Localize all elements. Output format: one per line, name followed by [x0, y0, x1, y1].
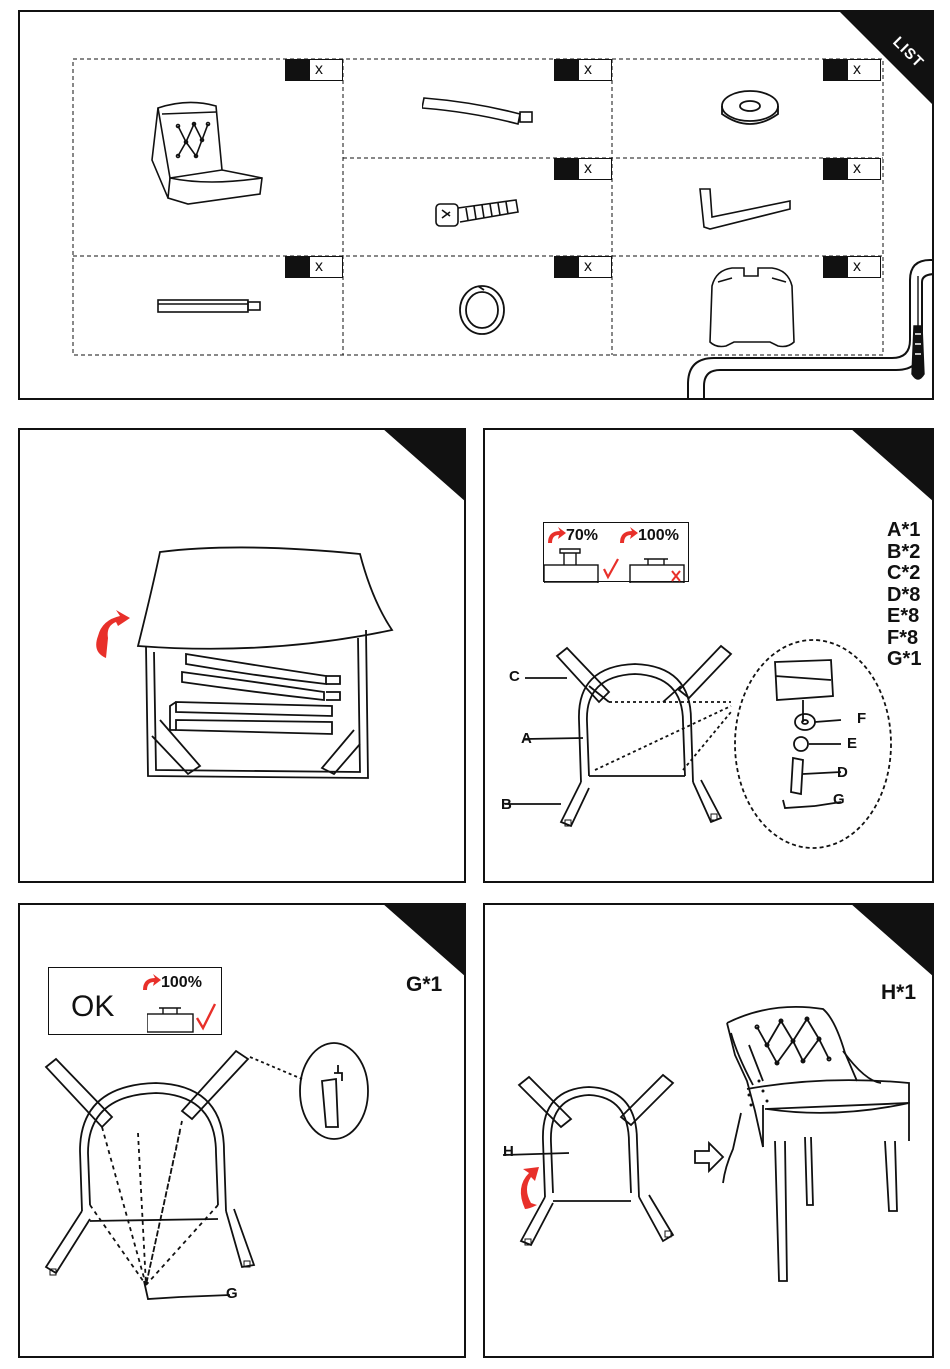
qty-box-bolt: x: [554, 158, 612, 180]
allen-key-icon: [696, 187, 796, 235]
qty-box-allen-key: x: [823, 158, 881, 180]
qty-box-straight-bar: x: [285, 256, 343, 278]
red-rotate-arrow-icon: [96, 610, 130, 658]
part-label-b: B: [501, 796, 512, 813]
flip-upright-drawing: [485, 905, 934, 1358]
chair-back-icon: [700, 262, 804, 354]
leg-assembly-drawing: [485, 430, 934, 883]
part-label-a: A: [521, 730, 532, 747]
parts-list-panel: LIST x x x x x x x x: [18, 10, 934, 400]
red-rotate-arrow-icon: [521, 1167, 539, 1209]
chair-icon: [148, 100, 268, 210]
qty-box-spring-washer: x: [554, 256, 612, 278]
tighten-bolts-drawing: [20, 905, 466, 1358]
step2-panel: 70% 100% A*1 B*2 C*2 D*8 E*8 F*8 G*1: [483, 428, 934, 883]
qty-label: x: [584, 258, 592, 276]
qty-box-chair-back: x: [823, 256, 881, 278]
step3-panel: G*1 OK 100%: [18, 903, 466, 1358]
qty-label: x: [315, 258, 323, 276]
qty-label: x: [584, 160, 592, 178]
qty-box-washer: x: [823, 59, 881, 81]
washer-icon: [718, 84, 782, 134]
part-label-e: E: [847, 735, 857, 752]
straight-bar-icon: [156, 296, 266, 318]
curved-bar-icon: [422, 92, 538, 132]
part-label-c: C: [509, 668, 520, 685]
screwdriver-icon: [906, 274, 930, 386]
seat-underside-drawing: [20, 430, 466, 883]
qty-box-curved-bar: x: [554, 59, 612, 81]
part-label-g: G: [833, 791, 845, 808]
part-label-f: F: [857, 710, 866, 727]
part-label-d: D: [837, 764, 848, 781]
qty-label: x: [853, 258, 861, 276]
qty-label: x: [853, 61, 861, 79]
outline-arrow-icon: [695, 1143, 723, 1171]
qty-box-chair: x: [285, 59, 343, 81]
bolt-icon: [432, 192, 522, 232]
qty-label: x: [315, 61, 323, 79]
spring-washer-icon: [454, 280, 510, 340]
tool-label-g: G: [226, 1285, 238, 1302]
qty-label: x: [853, 160, 861, 178]
step4-panel: H*1: [483, 903, 934, 1358]
step1-panel: [18, 428, 466, 883]
qty-label: x: [584, 61, 592, 79]
part-label-h: H: [503, 1143, 514, 1160]
